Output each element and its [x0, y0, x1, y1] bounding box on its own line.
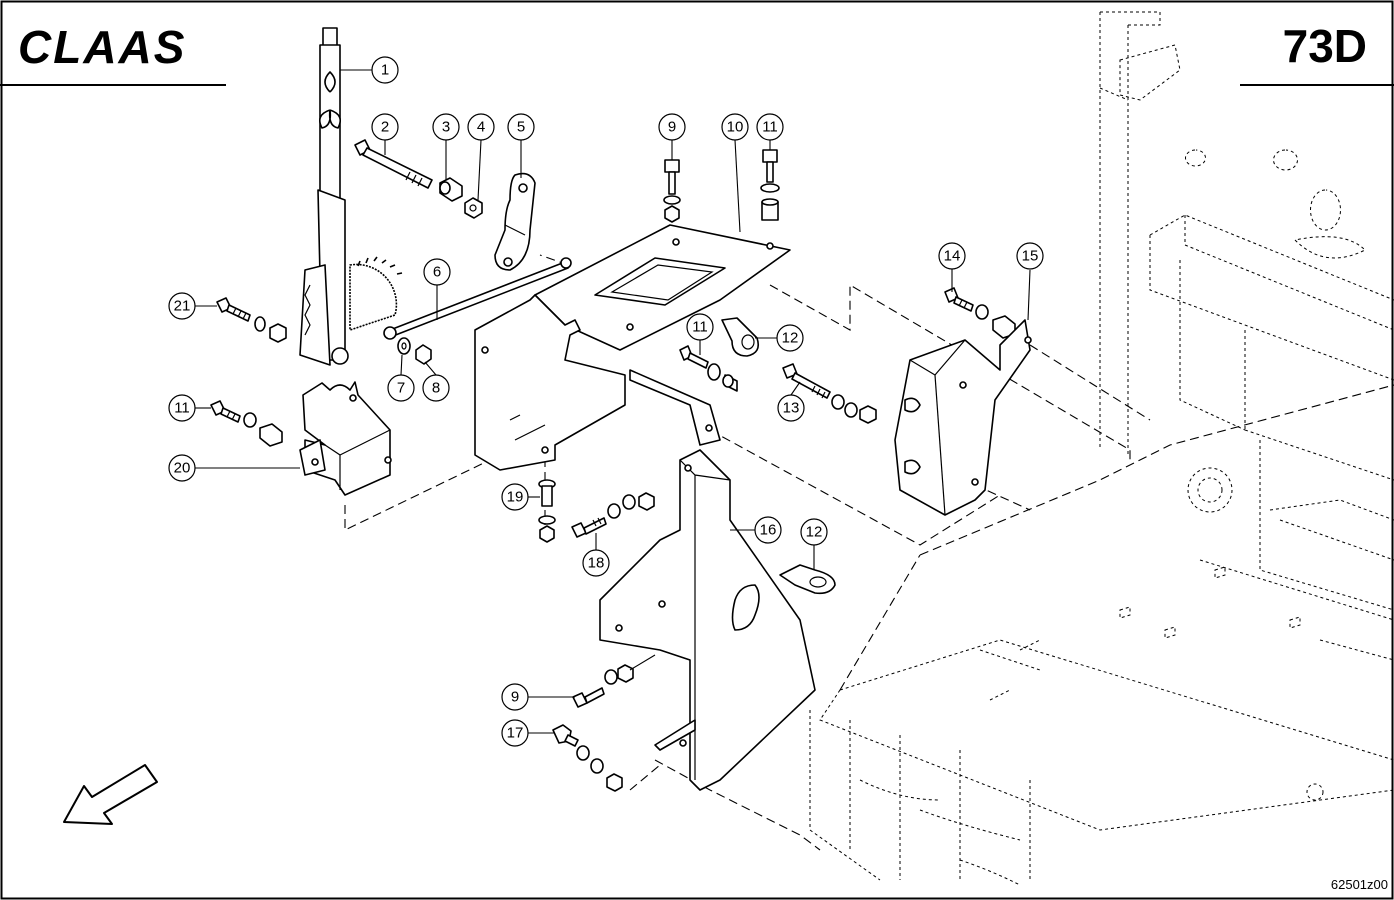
- part-11-bolt-top: [760, 149, 780, 221]
- callout-20: 20: [168, 454, 196, 482]
- callout-6: 6: [423, 258, 451, 286]
- callout-9-lower-label: 9: [511, 689, 519, 706]
- callout-16-label: 16: [760, 522, 777, 539]
- part-13-bolt: [782, 363, 877, 424]
- callout-14-label: 14: [944, 248, 961, 265]
- part-12-clamp-lower: [779, 564, 836, 595]
- callout-11-left: 11: [168, 394, 196, 422]
- part-15-bracket: [894, 319, 1032, 516]
- part-4-nut: [464, 197, 483, 219]
- callout-8-label: 8: [432, 380, 440, 397]
- arrow-down-left-icon: [63, 764, 158, 825]
- part-9-bolt-top: [663, 159, 681, 223]
- part-1-shaft: [299, 27, 403, 366]
- callout-10-label: 10: [727, 119, 744, 136]
- callout-18: 18: [582, 549, 610, 577]
- callout-6-label: 6: [433, 264, 441, 281]
- callout-13-label: 13: [783, 400, 800, 417]
- callout-21: 21: [168, 292, 196, 320]
- part-20-bracket: [299, 381, 392, 496]
- callout-9-top: 9: [658, 113, 686, 141]
- callout-14: 14: [938, 242, 966, 270]
- callout-12-lower: 12: [800, 518, 828, 546]
- part-11-bolt-mid: [679, 345, 738, 392]
- callout-4-label: 4: [477, 119, 485, 136]
- part-7-washer: [397, 337, 411, 355]
- callout-4: 4: [467, 113, 495, 141]
- callout-11-left-label: 11: [174, 400, 190, 417]
- part-19-bolt: [538, 479, 556, 543]
- callout-16: 16: [754, 516, 782, 544]
- part-10-mounting-plate: [474, 224, 791, 471]
- callout-9-lower: 9: [501, 683, 529, 711]
- part-3-sleeve: [439, 177, 463, 202]
- callout-9-top-label: 9: [668, 119, 676, 136]
- brand-logo-text: CLAAS: [18, 21, 186, 73]
- callout-15: 15: [1016, 242, 1044, 270]
- callout-3-label: 3: [442, 119, 450, 136]
- callout-2: 2: [371, 113, 399, 141]
- part-8-nut: [415, 344, 432, 365]
- part-12-clamp-top: [721, 317, 760, 357]
- part-9-bolt-lower: [572, 664, 634, 708]
- callout-13: 13: [777, 394, 805, 422]
- callout-5-label: 5: [517, 119, 525, 136]
- callout-19-label: 19: [507, 489, 524, 506]
- part-17-bolt: [552, 724, 623, 792]
- callout-12-top-label: 12: [782, 330, 799, 347]
- part-2-bolt: [354, 139, 433, 189]
- part-18-bolt: [571, 492, 655, 538]
- callout-leaders: [195, 69, 1031, 734]
- callout-11-mid: 11: [686, 313, 714, 341]
- callout-20-label: 20: [174, 460, 191, 477]
- callout-5: 5: [507, 113, 535, 141]
- callout-12-top: 12: [776, 324, 804, 352]
- callout-15-label: 15: [1022, 248, 1039, 265]
- callout-21-label: 21: [174, 298, 191, 315]
- part-5-lever-plate: [494, 172, 536, 271]
- callout-11-mid-label: 11: [692, 319, 708, 336]
- callout-18-label: 18: [588, 555, 605, 572]
- drawing-code: 62501z00: [1331, 877, 1388, 892]
- callout-7-label: 7: [397, 380, 405, 397]
- callout-17: 17: [501, 719, 529, 747]
- page-id: 73D: [1240, 20, 1394, 86]
- part-21-bolt: [216, 297, 287, 343]
- part-14-bolt: [944, 287, 1016, 339]
- page-id-text: 73D: [1283, 20, 1367, 72]
- callout-17-label: 17: [507, 725, 524, 742]
- part-6-rod: [383, 257, 572, 340]
- callout-3: 3: [432, 113, 460, 141]
- part-11-bolt-left: [210, 400, 283, 447]
- callout-19: 19: [501, 483, 529, 511]
- callout-2-label: 2: [381, 119, 389, 136]
- callout-1: 1: [371, 56, 399, 84]
- callout-10: 10: [721, 113, 749, 141]
- callout-8: 8: [422, 374, 450, 402]
- part-16-large-bracket: [599, 449, 816, 791]
- callout-11-top: 11: [756, 113, 784, 141]
- callout-11-top-label: 11: [762, 119, 778, 136]
- brand-logo: CLAAS: [0, 21, 226, 86]
- callout-12-lower-label: 12: [806, 524, 823, 541]
- callout-7: 7: [387, 374, 415, 402]
- chassis-outline: [809, 11, 1394, 886]
- callout-1-label: 1: [381, 62, 389, 79]
